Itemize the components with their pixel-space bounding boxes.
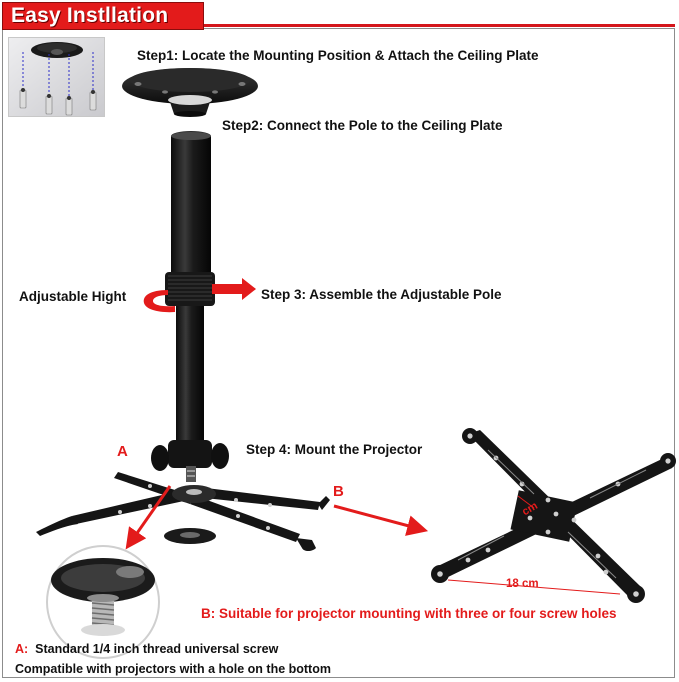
adjustment-collar-icon — [165, 272, 215, 306]
step4-label: Step 4: Mount the Projector — [246, 442, 423, 457]
rotation-arrow-icon — [143, 278, 256, 313]
projector-bracket-icon — [36, 472, 330, 551]
ceiling-plate-icon — [122, 68, 258, 117]
content-frame — [2, 28, 675, 678]
lower-pole-icon — [176, 306, 204, 442]
x-bracket-slot-icons — [457, 449, 647, 579]
note-a-prefix: A: — [15, 642, 29, 656]
banner-title: Easy Instllation — [11, 4, 169, 27]
compatible-note: Compatible with projectors with a hole o… — [15, 662, 331, 676]
dimension-lines-icon — [447, 495, 621, 595]
standard-screw-note: A: Standard 1/4 inch thread universal sc… — [15, 642, 278, 656]
pole-end-hub-icon — [151, 440, 229, 482]
x-bracket-hole-icons — [437, 433, 671, 597]
bracket-bolt-icons — [118, 484, 272, 530]
arrow-a-icon — [125, 485, 172, 550]
step3-label: Step 3: Assemble the Adjustable Pole — [261, 287, 502, 302]
dimension-horizontal-label: 18 cm — [506, 578, 539, 590]
marker-b-label: B — [333, 483, 344, 500]
note-a-text: Standard 1/4 inch thread universal screw — [35, 642, 279, 656]
marker-a-label: A — [117, 443, 128, 460]
banner-underline — [204, 24, 675, 27]
ceiling-plate-inset-photo — [8, 37, 105, 117]
screw-holes-note: B: Suitable for projector mounting with … — [201, 606, 617, 621]
ceiling-plate-with-anchors-icon — [9, 38, 104, 116]
title-banner: Easy Instllation — [2, 2, 204, 30]
washer-disc-icon — [164, 528, 216, 544]
arrow-b-icon — [333, 504, 429, 536]
step2-label: Step2: Connect the Pole to the Ceiling P… — [222, 118, 503, 133]
screw-closeup-icon — [46, 545, 160, 659]
step1-label: Step1: Locate the Mounting Position & At… — [137, 48, 539, 63]
adjustable-height-label: Adjustable Hight — [19, 289, 127, 304]
upper-pole-icon — [171, 131, 211, 278]
x-bracket-icon — [431, 428, 676, 603]
